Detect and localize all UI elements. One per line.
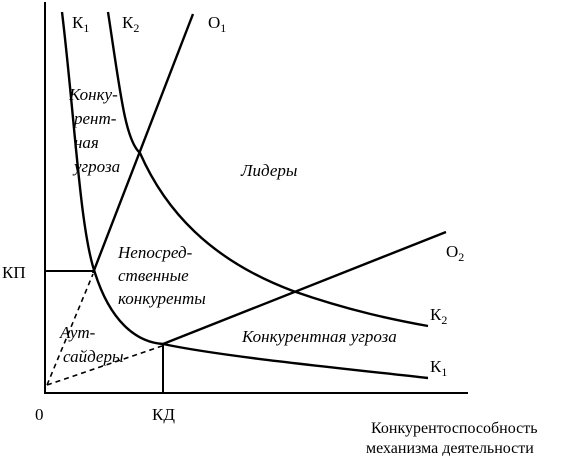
region-direct-competitors: Непосред- ственные конкуренты bbox=[117, 243, 206, 308]
label-o1: О1 bbox=[208, 13, 226, 35]
label-k1-top: К1 bbox=[72, 13, 89, 35]
origin-label: 0 bbox=[35, 405, 44, 424]
line-o1 bbox=[91, 13, 195, 274]
dashed-line-to-kp bbox=[46, 273, 94, 386]
x-marker-kd: КД bbox=[152, 405, 175, 424]
dashed-line-to-kd bbox=[46, 345, 163, 386]
label-k1-right: К1 bbox=[430, 357, 447, 379]
label-k2-right: К2 bbox=[430, 305, 447, 327]
region-competitive-threat-top: Конку- рент- ная угроза bbox=[68, 85, 122, 176]
x-axis-caption: Конкурентоспособность механизма деятельн… bbox=[366, 420, 541, 457]
y-marker-kp: КП bbox=[2, 263, 26, 282]
line-o2 bbox=[162, 230, 447, 346]
curve-k1 bbox=[60, 11, 429, 380]
curve-k2 bbox=[106, 11, 429, 328]
label-k2-top: К2 bbox=[122, 13, 139, 35]
label-o2: О2 bbox=[446, 242, 464, 264]
region-competitive-threat-bottom: Конкурентная угроза bbox=[241, 327, 397, 346]
region-leaders: Лидеры bbox=[240, 161, 297, 180]
region-outsiders: Аут- сайдеры bbox=[59, 323, 123, 366]
